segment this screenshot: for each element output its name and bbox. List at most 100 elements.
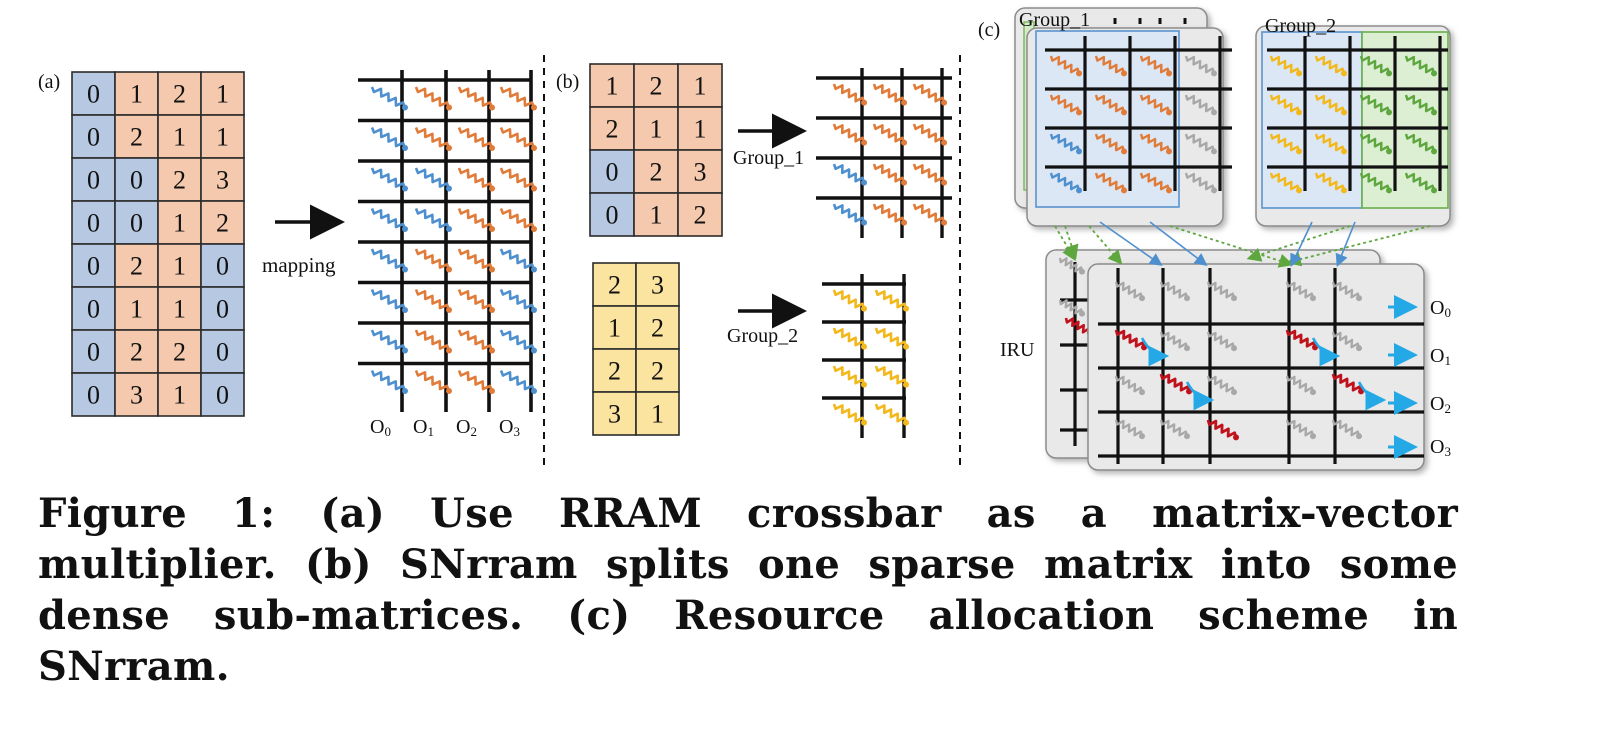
rram-resistor	[370, 127, 407, 149]
rram-resistor	[414, 329, 451, 351]
rram-node	[402, 306, 408, 313]
rram-resistor	[872, 203, 906, 224]
rram-cell	[457, 289, 495, 313]
rram-resistor	[1404, 133, 1436, 152]
matrix-a-cell-value: 1	[173, 252, 186, 281]
rram-cell	[370, 86, 408, 111]
rram-resistor	[1269, 172, 1301, 191]
rram-node	[1079, 268, 1085, 275]
rram-cell	[1359, 172, 1392, 194]
rram-resistor	[912, 83, 946, 104]
rram-resistor	[1269, 55, 1301, 74]
iru-output-label-2: O2	[1430, 393, 1451, 416]
rram-resistor	[414, 248, 451, 270]
matrix-a-cell-value: 2	[173, 80, 186, 109]
panel-a-label: (a)	[38, 71, 60, 93]
shift-arrow	[1311, 337, 1341, 367]
rram-cell	[1049, 55, 1082, 77]
rram-node	[1296, 148, 1302, 155]
matrix-a-cell	[200, 71, 245, 116]
rram-cell	[457, 248, 495, 273]
matrix-a-cell-value: 1	[130, 295, 143, 324]
rram-resistor	[872, 83, 906, 104]
rram-resistor	[832, 203, 866, 224]
routing-arrow	[1290, 221, 1313, 267]
matrix-b1-cell	[589, 63, 635, 108]
rram-node	[861, 99, 867, 106]
figure-caption: Figure 1: (a) Use RRAM crossbar as a mat…	[38, 488, 1458, 692]
rram-cell	[414, 329, 452, 354]
matrix-b1-cell	[633, 192, 679, 237]
rram-node	[489, 266, 495, 273]
rram-cell	[874, 327, 909, 350]
rram-node	[1166, 109, 1172, 116]
rram-resistor	[832, 123, 866, 144]
rram-resistor	[1159, 373, 1191, 392]
rram-cell	[1139, 94, 1172, 116]
rram-resistor	[1094, 172, 1126, 191]
rram-cell-active	[1206, 419, 1239, 441]
rram-cell	[499, 329, 537, 354]
rram-cell	[1314, 172, 1347, 194]
rram-node	[531, 225, 537, 232]
rram-resistor	[499, 86, 536, 108]
output-label-3: O3	[499, 416, 520, 439]
rram-resistor	[1139, 94, 1171, 113]
rram-node	[1386, 109, 1392, 116]
rram-resistor	[499, 208, 536, 230]
matrix-b1-cell	[589, 106, 635, 151]
matrix-a-cell	[71, 243, 116, 288]
matrix-b1-cell-value: 1	[606, 72, 619, 101]
matrix-a-cell	[71, 372, 116, 417]
routing-arrow	[1286, 225, 1431, 267]
matrix-a-cell-value: 0	[87, 338, 100, 367]
rram-node	[402, 185, 408, 192]
rram-resistor	[832, 327, 866, 348]
shift-arrow	[1185, 381, 1215, 411]
rram-cell	[1139, 172, 1172, 194]
rram-node	[1166, 148, 1172, 155]
rram-resistor	[1285, 419, 1315, 437]
rram-cell	[499, 127, 537, 151]
rram-cell	[1314, 55, 1347, 77]
rram-resistor	[872, 163, 906, 184]
mapping-label: mapping	[262, 253, 336, 277]
rram-resistor	[457, 167, 494, 189]
rram-cell	[1331, 331, 1362, 352]
rram-cell	[1094, 172, 1127, 194]
rram-resistor	[370, 167, 407, 189]
rram-resistor	[912, 123, 946, 144]
rram-cell	[1184, 94, 1217, 116]
rram-resistor	[370, 289, 407, 311]
rram-node	[489, 306, 495, 313]
rram-resistor	[1064, 317, 1092, 334]
rram-cell	[1206, 281, 1237, 302]
rram-resistor	[414, 289, 451, 311]
matrix-a-cell-value: 2	[130, 338, 143, 367]
rram-cell	[874, 403, 909, 426]
rram-resistor	[1331, 331, 1361, 349]
rram-cell	[872, 83, 907, 106]
matrix-a-cell-value: 0	[87, 295, 100, 324]
rram-cell	[1139, 133, 1172, 155]
rram-cell	[1049, 172, 1082, 194]
rram-cell	[457, 208, 495, 232]
rram-node	[1076, 187, 1082, 194]
matrix-a-cell-value: 1	[130, 80, 143, 109]
matrix-a-cell-value: 1	[216, 123, 229, 152]
rram-resistor	[832, 403, 866, 424]
rram-node	[1310, 295, 1316, 302]
rram-resistor	[1331, 281, 1361, 299]
rram-cell	[499, 208, 537, 232]
matrix-b2-cell	[635, 348, 680, 393]
rram-resistor	[414, 370, 451, 392]
rram-resistor	[1359, 172, 1391, 191]
rram-node	[1310, 389, 1316, 396]
rram-resistor	[499, 127, 536, 149]
rram-resistor	[457, 248, 494, 270]
rram-resistor	[457, 127, 494, 149]
rram-node	[531, 387, 537, 394]
rram-cell	[1058, 299, 1085, 317]
rram-node	[1076, 148, 1082, 155]
